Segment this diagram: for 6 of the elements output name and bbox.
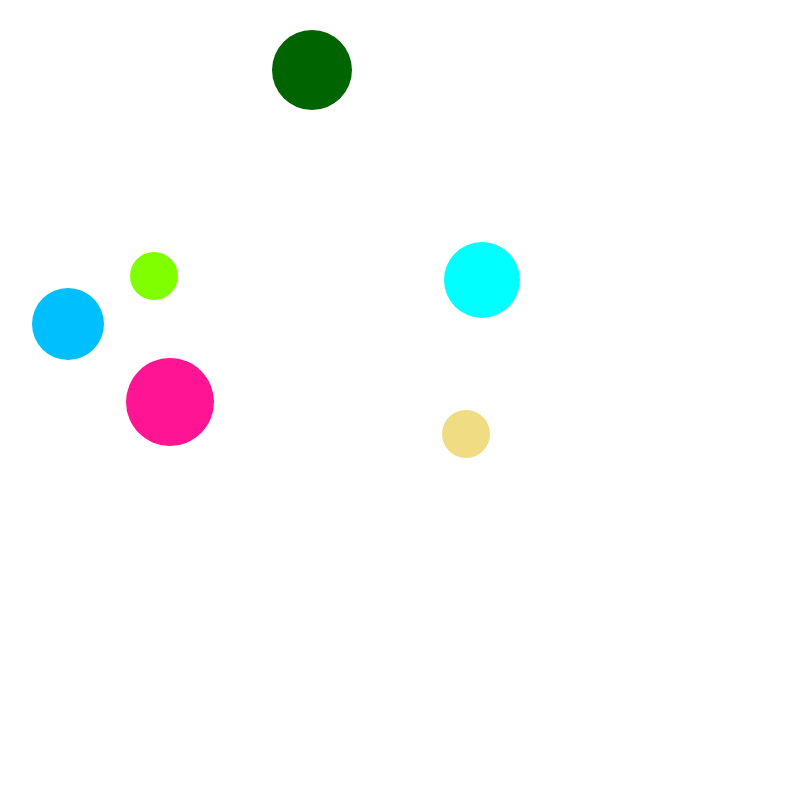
circle — [444, 242, 520, 318]
circle — [272, 30, 352, 110]
circle — [442, 410, 490, 458]
circle — [126, 358, 214, 446]
circle — [32, 288, 104, 360]
circle — [130, 252, 178, 300]
